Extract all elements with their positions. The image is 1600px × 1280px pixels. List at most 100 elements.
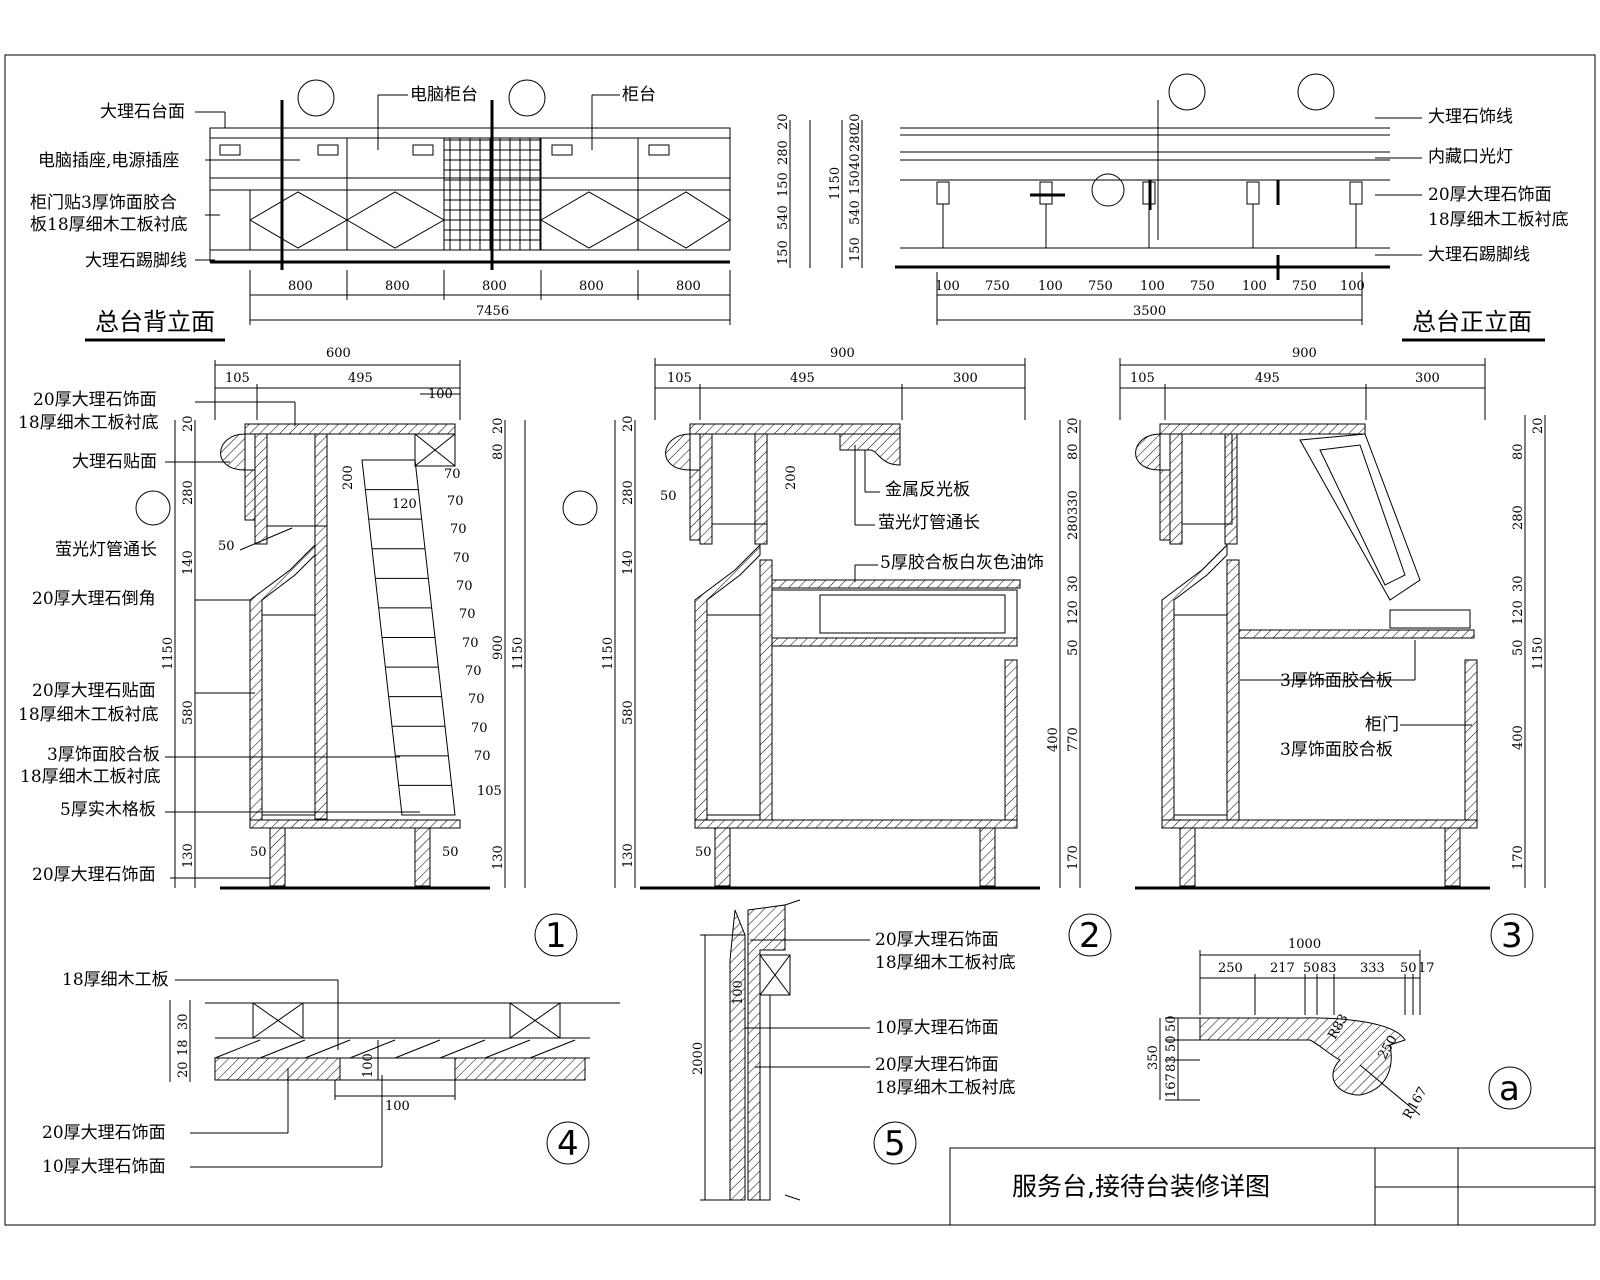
dim: 83 <box>1320 961 1337 976</box>
label: 20厚大理石贴面 <box>32 681 156 701</box>
dim-v: 20 <box>491 417 506 434</box>
dim-v: 2000 <box>691 1042 706 1075</box>
slat-dim: 70 <box>453 551 470 566</box>
slat-dim: 70 <box>474 749 491 764</box>
label-board: 18厚细木工板衬底 <box>1428 210 1569 230</box>
dim-v: 330 <box>1066 490 1081 515</box>
view-title-back: 总台背立面 <box>95 308 215 336</box>
label: 柜门 <box>1365 715 1399 735</box>
dim-v: 170 <box>1511 845 1526 870</box>
section-1: 600 105 495 100 20 280 140 580 <box>18 346 578 957</box>
label-sockets: 电脑插座,电源插座 <box>38 151 179 171</box>
label: 18厚细木工板衬底 <box>18 705 159 725</box>
dim: 600 <box>326 346 351 361</box>
dim-v: 280 <box>1066 515 1081 540</box>
slat-dim: 70 <box>447 494 464 509</box>
slat-dim: 70 <box>465 664 482 679</box>
label: 20厚大理石倒角 <box>32 589 156 609</box>
slat-dim: 70 <box>459 607 476 622</box>
dim: 750 <box>1190 279 1215 294</box>
dim: 495 <box>790 371 815 386</box>
label: 10厚大理石饰面 <box>875 1018 999 1038</box>
dim: 17 <box>1418 961 1435 976</box>
dim-800: 800 <box>579 279 604 294</box>
dim: 200 <box>784 465 799 490</box>
detail-number-1: 1 <box>545 916 567 956</box>
label: 20厚大理石饰面 <box>32 865 156 885</box>
dim-800: 800 <box>288 279 313 294</box>
dim-v: 150 <box>776 240 791 265</box>
label: 18厚细木工板衬底 <box>20 767 161 787</box>
dim: 50 <box>1400 961 1417 976</box>
dim-total-3500: 3500 <box>1133 304 1166 319</box>
label: 20厚大理石饰面 <box>33 390 157 410</box>
section3-labels: 3厚饰面胶合板 柜门 3厚饰面胶合板 <box>1280 671 1399 760</box>
dim-v: 120 <box>1511 600 1526 625</box>
dim: 50 <box>1303 961 1320 976</box>
dim-800: 800 <box>482 279 507 294</box>
slat-dim: 70 <box>456 579 473 594</box>
dim: 100 <box>428 387 453 402</box>
label: 10厚大理石饰面 <box>42 1157 166 1177</box>
sheet-border <box>4 54 1596 1226</box>
detail-a: 1000 250 217 50 83 333 50 17 50 50 83 35… <box>1146 937 1532 1122</box>
dim-v-total: 1150 <box>828 167 843 200</box>
slat-dim: 70 <box>444 467 461 482</box>
dim-v: 167 <box>1164 1073 1179 1098</box>
label-door-board: 板18厚细木工板衬底 <box>30 215 188 235</box>
section-2: 900 105 495 300 20 280 140 580 130 <box>562 346 1112 957</box>
dim-v: 40 <box>848 153 863 170</box>
dim-v: 280 <box>848 127 863 152</box>
front-elevation: 大理石饰线 内藏口光灯 20厚大理石饰面 18厚细木工板衬底 大理石踢脚线 10… <box>828 73 1569 342</box>
dim: 100 <box>385 1099 410 1114</box>
dim-v: 80 <box>1066 443 1081 460</box>
label-marble-molding: 大理石饰线 <box>1428 107 1513 127</box>
dim: 495 <box>348 371 373 386</box>
dim-v: 130 <box>181 843 196 868</box>
dim-total-7456: 7456 <box>476 304 509 319</box>
label: 3厚饰面胶合板 <box>47 745 160 765</box>
dim-v: 80 <box>491 443 506 460</box>
dim: 200 <box>341 465 356 490</box>
label-hidden-light: 内藏口光灯 <box>1428 147 1513 167</box>
dim: 100 <box>1140 279 1165 294</box>
detail-number-3: 3 <box>1501 916 1523 956</box>
dim-v: 20 <box>181 415 196 432</box>
section1-labels: 20厚大理石饰面 18厚细木工板衬底 大理石贴面 萤光灯管通长 20厚大理石倒角… <box>18 390 161 885</box>
dim: 750 <box>985 279 1010 294</box>
dim-v: 30 <box>1066 575 1081 592</box>
front-elevation-labels: 大理石饰线 内藏口光灯 20厚大理石饰面 18厚细木工板衬底 大理石踢脚线 <box>1428 107 1569 265</box>
dim-v: 280 <box>776 140 791 165</box>
dim: 900 <box>830 346 855 361</box>
label-computer-counter: 电脑柜台 <box>410 85 478 105</box>
dim-v: 30 <box>1511 575 1526 592</box>
dim-v: 150 <box>776 172 791 197</box>
label: 萤光灯管通长 <box>55 540 157 560</box>
dim-v: 120 <box>1066 600 1081 625</box>
label: 18厚细木工板衬底 <box>875 1078 1016 1098</box>
dim-v: 50 <box>1511 639 1526 656</box>
dim: 750 <box>1292 279 1317 294</box>
dim: 300 <box>953 371 978 386</box>
dim-v: 18 <box>176 1039 191 1056</box>
dim-800: 800 <box>385 279 410 294</box>
dim-v: 580 <box>181 700 196 725</box>
label: 20厚大理石饰面 <box>875 930 999 950</box>
dim: 750 <box>1088 279 1113 294</box>
slat-dim: 105 <box>477 784 502 799</box>
dim-v: 1150 <box>511 637 526 670</box>
dim-v: 20 <box>1066 417 1081 434</box>
drawing-title: 服务台,接待台装修详图 <box>1012 1172 1270 1201</box>
dim-v: 350 <box>1146 1045 1161 1070</box>
dim-v: 20 <box>848 113 863 130</box>
slat-dim: 70 <box>471 721 488 736</box>
dim: 250 <box>1218 961 1243 976</box>
dim-v: 50 <box>1066 639 1081 656</box>
dim-radius: R167 <box>1400 1085 1430 1122</box>
dim: 120 <box>392 497 417 512</box>
dim-v: 540 <box>776 205 791 230</box>
detail-number-4: 4 <box>557 1124 579 1164</box>
dim-v: 20 <box>176 1061 191 1078</box>
dim-v: 770 <box>1066 727 1081 752</box>
dim-v: 20 <box>1531 417 1546 434</box>
